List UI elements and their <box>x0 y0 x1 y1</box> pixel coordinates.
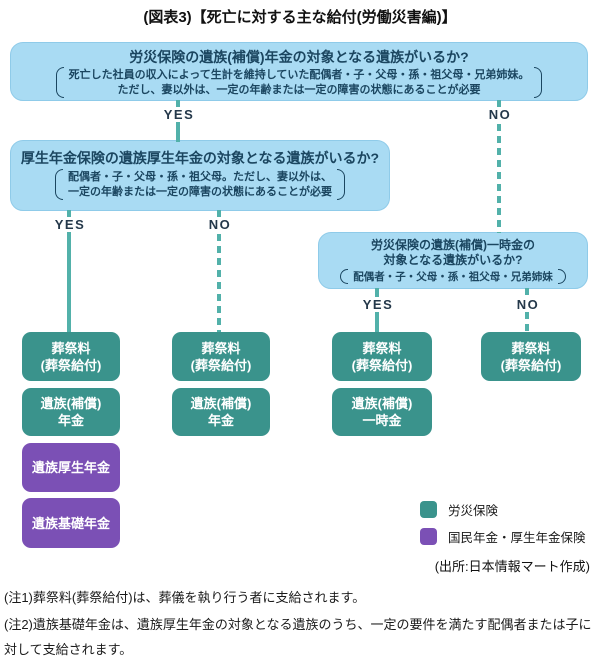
bracket-right-icon <box>337 169 345 200</box>
question-detail-line: 一定の年齢または一定の障害の状態にあることが必要 <box>68 185 332 198</box>
benefit-line: 遺族基礎年金 <box>31 515 110 531</box>
q3-no-label: NO <box>513 297 543 312</box>
source-attribution: (出所:日本情報マート作成) <box>434 559 590 574</box>
question-box-kousei-nenkin: 厚生年金保険の遺族厚生年金の対象となる遺族がいるか? 配偶者・子・父母・孫・祖父… <box>10 140 390 211</box>
benefit-line: 遺族(補償) <box>190 396 252 411</box>
question-box-rousai-izoku-nenkin: 労災保険の遺族(補償)年金の対象となる遺族がいるか? 死亡した社員の収入によって… <box>10 42 588 101</box>
connector-q2-yes <box>67 210 71 333</box>
benefit-line: 葬祭料 <box>51 340 91 356</box>
rousai-color-swatch-icon <box>420 501 437 518</box>
nenkin-color-swatch-icon <box>420 528 437 545</box>
benefit-line: 年金 <box>207 413 234 428</box>
q1-no-label: NO <box>485 107 515 122</box>
benefit-line: 一時金 <box>362 413 402 428</box>
benefit-box-sosairyo: 葬祭料 (葬祭給付) <box>481 332 581 381</box>
connector-q1-no <box>497 100 501 233</box>
benefit-box-sosairyo: 葬祭料 (葬祭給付) <box>22 332 120 381</box>
chart-title: (図表3)【死亡に対する主な給付(労働災害編)】 <box>143 9 457 26</box>
q3-yes-label: YES <box>359 297 397 312</box>
footnote-2: (注2)遺族基礎年金は、遺族厚生年金の対象となる遺族のうち、一定の要件を満たす配… <box>4 617 592 657</box>
bracket-left-icon <box>55 169 63 200</box>
question-title: 労災保険の遺族(補償)一時金の 対象となる遺族がいるか? <box>319 238 587 268</box>
benefit-line: 葬祭料 <box>362 340 402 356</box>
benefit-line: 葬祭料 <box>201 340 241 356</box>
q2-yes-label: YES <box>51 217 89 232</box>
question-detail-line: 配偶者・子・父母・孫・祖父母。ただし、妻以外は、 <box>68 170 332 183</box>
legend-item-rousai: 労災保険 <box>420 501 586 518</box>
benefit-line: 遺族(補償) <box>351 396 413 411</box>
benefit-line: (葬祭給付) <box>40 357 102 373</box>
q1-yes-label: YES <box>160 107 198 122</box>
legend-label: 労災保険 <box>448 504 499 518</box>
bracket-left-icon <box>340 269 349 284</box>
connector-q2-no <box>217 210 221 334</box>
question-detail: 配偶者・子・父母・孫・祖父母。ただし、妻以外は、 一定の年齢または一定の障害の状… <box>11 169 389 200</box>
benefit-line: (葬祭給付) <box>190 357 252 373</box>
question-detail: 死亡した社員の収入によって生計を維持していた配偶者・子・父母・孫・祖父母・兄弟姉… <box>11 67 587 98</box>
question-detail-line: 死亡した社員の収入によって生計を維持していた配偶者・子・父母・孫・祖父母・兄弟姉… <box>68 68 530 81</box>
question-detail-line: ただし、妻以外は、一定の年齢または一定の障害の状態にあることが必要 <box>117 83 481 96</box>
legend-label: 国民年金・厚生年金保険 <box>448 531 586 545</box>
benefit-box-izoku-hosho-nenkin: 遺族(補償) 年金 <box>22 388 120 436</box>
question-detail-lines: 死亡した社員の収入によって生計を維持していた配偶者・子・父母・孫・祖父母・兄弟姉… <box>69 68 530 98</box>
benefit-line: 年金 <box>57 413 84 428</box>
question-detail-line: 配偶者・子・父母・孫・祖父母・兄弟姉妹 <box>353 270 553 283</box>
question-title: 厚生年金保険の遺族厚生年金の対象となる遺族がいるか? <box>20 150 380 166</box>
question-box-rousai-ichijikin: 労災保険の遺族(補償)一時金の 対象となる遺族がいるか? 配偶者・子・父母・孫・… <box>318 232 588 289</box>
benefit-box-izoku-hosho-nenkin: 遺族(補償) 年金 <box>172 388 270 436</box>
benefit-box-sosairyo: 葬祭料 (葬祭給付) <box>332 332 432 381</box>
benefit-line: 遺族(補償) <box>40 396 102 411</box>
bracket-right-icon <box>534 67 543 98</box>
legend-item-nenkin: 国民年金・厚生年金保険 <box>420 528 586 545</box>
question-detail: 配偶者・子・父母・孫・祖父母・兄弟姉妹 <box>319 269 587 284</box>
benefit-line: 葬祭料 <box>511 340 551 356</box>
benefit-line: 遺族厚生年金 <box>31 460 110 475</box>
question-title-line: 労災保険の遺族(補償)一時金の <box>371 238 535 252</box>
benefit-line: (葬祭給付) <box>351 357 413 373</box>
benefit-box-sosairyo: 葬祭料 (葬祭給付) <box>172 332 270 381</box>
benefit-box-izoku-hosho-ichijikin: 遺族(補償) 一時金 <box>332 388 432 436</box>
legend: 労災保険 国民年金・厚生年金保険 <box>420 501 586 555</box>
benefit-line: (葬祭給付) <box>500 357 562 373</box>
question-detail-lines: 配偶者・子・父母・孫・祖父母。ただし、妻以外は、 一定の年齢または一定の障害の状… <box>68 170 332 200</box>
benefit-box-izoku-kousei-nenkin: 遺族厚生年金 <box>22 443 120 492</box>
q2-no-label: NO <box>205 217 235 232</box>
question-detail-lines: 配偶者・子・父母・孫・祖父母・兄弟姉妹 <box>353 270 553 284</box>
benefit-box-izoku-kiso-nenkin: 遺族基礎年金 <box>22 498 120 548</box>
question-title: 労災保険の遺族(補償)年金の対象となる遺族がいるか? <box>129 49 469 65</box>
footnote-1: (注1)葬祭料(葬祭給付)は、葬儀を執り行う者に支給されます。 <box>4 590 366 605</box>
bracket-left-icon <box>55 67 64 98</box>
question-title-line: 対象となる遺族がいるか? <box>383 253 523 267</box>
bracket-right-icon <box>557 269 566 284</box>
